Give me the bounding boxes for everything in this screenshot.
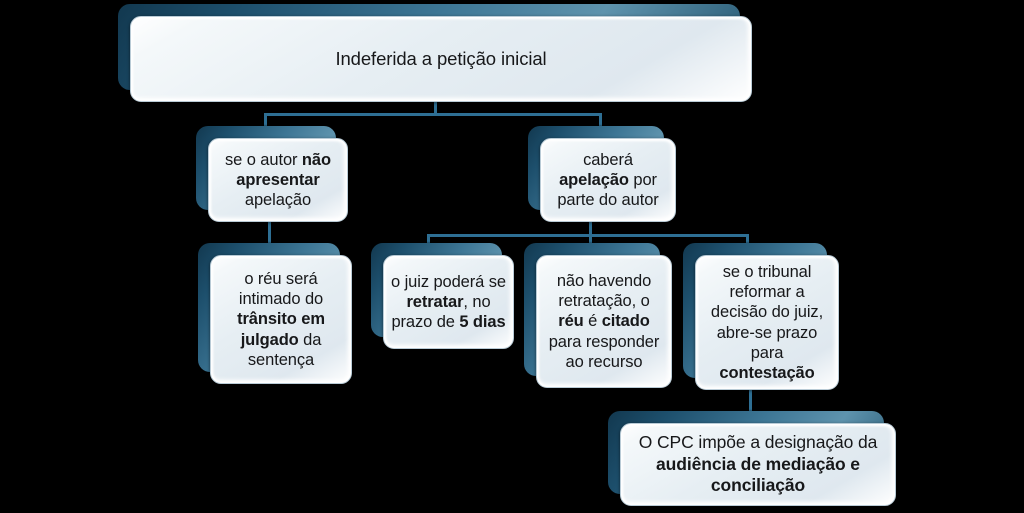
connector-right-to-child2 [427,234,430,248]
node-face: Indeferida a petição inicial [130,16,752,102]
connector-left-to-child1 [268,220,271,248]
node-label: Indeferida a petição inicial [335,47,547,69]
node-label: caberá apelação por parte do autor [557,150,659,210]
node-face: o juiz poderá se retratar, no prazo de 5… [383,255,514,349]
connector-root-to-right [599,113,602,129]
node-indeferida-peticao-inicial[interactable]: Indeferida a petição inicial [118,4,752,102]
node-tribunal-reformar-decisao-contestacao[interactable]: se o tribunal reformar a decisão do juiz… [683,243,839,390]
connector-right-to-child3 [589,234,592,248]
node-label: o réu será intimado do trânsito em julga… [237,270,325,369]
connector-root-bus [264,113,602,116]
node-label: o juiz poderá se retratar, no prazo de 5… [391,272,506,332]
node-nao-havendo-retratacao-reu-citado[interactable]: não havendo retratação, o réu é citado p… [524,243,672,388]
node-se-o-autor-nao-apresentar-apelacao[interactable]: se o autor não apresentar apelação [196,126,348,222]
node-face: se o tribunal reformar a decisão do juiz… [695,255,839,390]
node-label: se o autor não apresentar apelação [225,150,331,210]
node-face: se o autor não apresentar apelação [208,138,348,222]
connector-right-to-child4 [746,234,749,248]
node-face: caberá apelação por parte do autor [540,138,676,222]
node-cabera-apelacao-parte-autor[interactable]: caberá apelação por parte do autor [528,126,676,222]
node-label: O CPC impõe a designação da audiência de… [638,432,878,496]
connector-right-stem [589,220,592,237]
connector-root-stem [434,100,437,116]
node-label: se o tribunal reformar a decisão do juiz… [710,263,824,382]
node-face: o réu será intimado do trânsito em julga… [210,255,352,384]
connector-right-bus [427,234,749,237]
node-reu-intimado-transito-julgado[interactable]: o réu será intimado do trânsito em julga… [198,243,352,384]
node-juiz-podera-retratar[interactable]: o juiz poderá se retratar, no prazo de 5… [371,243,514,349]
node-face: não havendo retratação, o réu é citado p… [536,255,672,388]
node-label: não havendo retratação, o réu é citado p… [548,272,660,371]
connector-root-to-left [264,113,267,129]
node-face: O CPC impõe a designação da audiência de… [620,423,896,506]
node-cpc-audiencia-mediacao-conciliacao[interactable]: O CPC impõe a designação da audiência de… [608,411,896,506]
connector-child4-to-bottom [749,388,752,416]
